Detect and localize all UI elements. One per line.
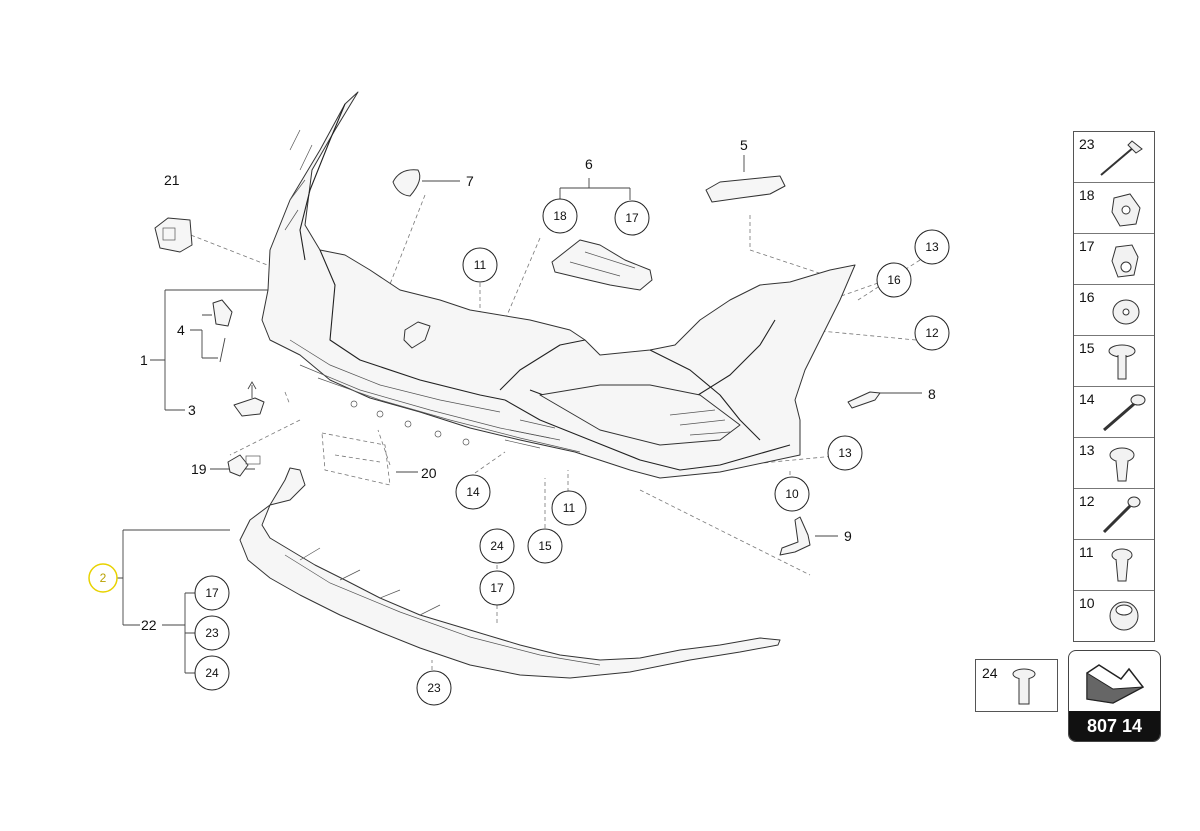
callout-17[interactable]: 17 (479, 570, 515, 606)
label-5: 5 (740, 137, 748, 153)
part-number-labels: 1 3 4 5 6 7 8 9 19 20 21 22 (140, 137, 936, 633)
push-clip-icon (1109, 447, 1135, 482)
svg-text:23: 23 (427, 681, 441, 695)
expanding-rivet-icon (1108, 344, 1136, 380)
svg-text:13: 13 (925, 240, 939, 254)
plate-holder-20 (321, 432, 391, 486)
svg-text:16: 16 (887, 273, 901, 287)
callout-12[interactable]: 12 (914, 315, 950, 351)
callout-24[interactable]: 24 (194, 655, 230, 691)
callout-11[interactable]: 11 (462, 247, 498, 283)
svg-text:11: 11 (474, 258, 487, 272)
front-spoiler-lip (239, 467, 781, 679)
bracket-5 (705, 175, 786, 203)
callout-23[interactable]: 23 (416, 670, 452, 706)
svg-text:15: 15 (538, 539, 552, 553)
bracket-assembly-6 (551, 239, 653, 291)
emblem-7 (392, 169, 421, 197)
sidebar-item-12[interactable]: 12 (1074, 489, 1154, 540)
sidebar-item-18[interactable]: 18 (1074, 183, 1154, 234)
grommet-icon (1109, 601, 1139, 631)
leader-lines (116, 155, 922, 674)
label-20: 20 (421, 465, 437, 481)
label-9: 9 (844, 528, 852, 544)
svg-text:11: 11 (563, 501, 576, 515)
svg-text:17: 17 (490, 581, 504, 595)
label-1: 1 (140, 352, 148, 368)
cap-3 (233, 381, 265, 417)
svg-text:14: 14 (466, 485, 480, 499)
callout-24[interactable]: 24 (479, 528, 515, 564)
cover-8 (847, 391, 881, 409)
sidebar-item-15[interactable]: 15 (1074, 336, 1154, 387)
sidebar-item-13[interactable]: 13 (1074, 438, 1154, 489)
fastener-parts-sidebar: 23 18 17 16 15 14 (1073, 131, 1155, 642)
rivet-icon (1100, 140, 1143, 176)
clip-nut-icon (1111, 193, 1141, 227)
arrow-icon (1086, 664, 1145, 704)
torx-screw-icon (1102, 496, 1141, 534)
page-code: 807 14 (1069, 711, 1160, 741)
svg-text:2: 2 (100, 571, 107, 585)
sidebar-item-10[interactable]: 10 (1074, 591, 1154, 641)
callout-17[interactable]: 17 (194, 575, 230, 611)
front-bumper-shell (261, 91, 856, 479)
sidebar-item-11[interactable]: 11 (1074, 540, 1154, 591)
page-navigation-panel[interactable]: 807 14 (1068, 650, 1161, 742)
label-19: 19 (191, 461, 207, 477)
callout-14[interactable]: 14 (455, 474, 491, 510)
label-22: 22 (141, 617, 157, 633)
clip-4 (212, 299, 233, 363)
sidebar-item-16[interactable]: 16 (1074, 285, 1154, 336)
bracket-9 (779, 516, 811, 556)
washer-icon (1112, 299, 1140, 325)
label-6: 6 (585, 156, 593, 172)
svg-text:12: 12 (925, 326, 939, 340)
svg-text:24: 24 (490, 539, 504, 553)
sidebar-item-23[interactable]: 23 (1074, 132, 1154, 183)
label-7: 7 (466, 173, 474, 189)
callout-23[interactable]: 23 (194, 615, 230, 651)
callout-18[interactable]: 18 (542, 198, 578, 234)
svg-text:13: 13 (838, 446, 852, 460)
svg-text:24: 24 (205, 666, 219, 680)
sidebar-item-14[interactable]: 14 (1074, 387, 1154, 438)
label-8: 8 (928, 386, 936, 402)
callout-11[interactable]: 11 (551, 490, 587, 526)
callout-15[interactable]: 15 (527, 528, 563, 564)
callout-17[interactable]: 17 (614, 200, 650, 236)
callout-13[interactable]: 13 (827, 435, 863, 471)
long-screw-icon (1103, 394, 1146, 432)
flat-screw-icon (1012, 668, 1036, 705)
label-3: 3 (188, 402, 196, 418)
callout-10[interactable]: 10 (774, 476, 810, 512)
clip-icon (1111, 548, 1133, 582)
speed-nut-icon (1111, 244, 1139, 278)
svg-text:17: 17 (625, 211, 639, 225)
callout-16[interactable]: 16 (876, 262, 912, 298)
sensor-bracket-21 (154, 217, 193, 253)
label-4: 4 (177, 322, 185, 338)
svg-text:10: 10 (785, 487, 799, 501)
svg-text:17: 17 (205, 586, 219, 600)
svg-text:18: 18 (553, 209, 567, 223)
sidebar-item-17[interactable]: 17 (1074, 234, 1154, 285)
circled-callouts: 18 17 11 13 16 12 13 10 11 14 15 24 17 2… (88, 198, 950, 706)
fastener-19 (227, 454, 261, 477)
extra-part-24[interactable]: 24 (975, 659, 1058, 712)
svg-text:23: 23 (205, 626, 219, 640)
label-21: 21 (164, 172, 180, 188)
callout-2-selected[interactable]: 2 (88, 563, 118, 593)
callout-13[interactable]: 13 (914, 229, 950, 265)
